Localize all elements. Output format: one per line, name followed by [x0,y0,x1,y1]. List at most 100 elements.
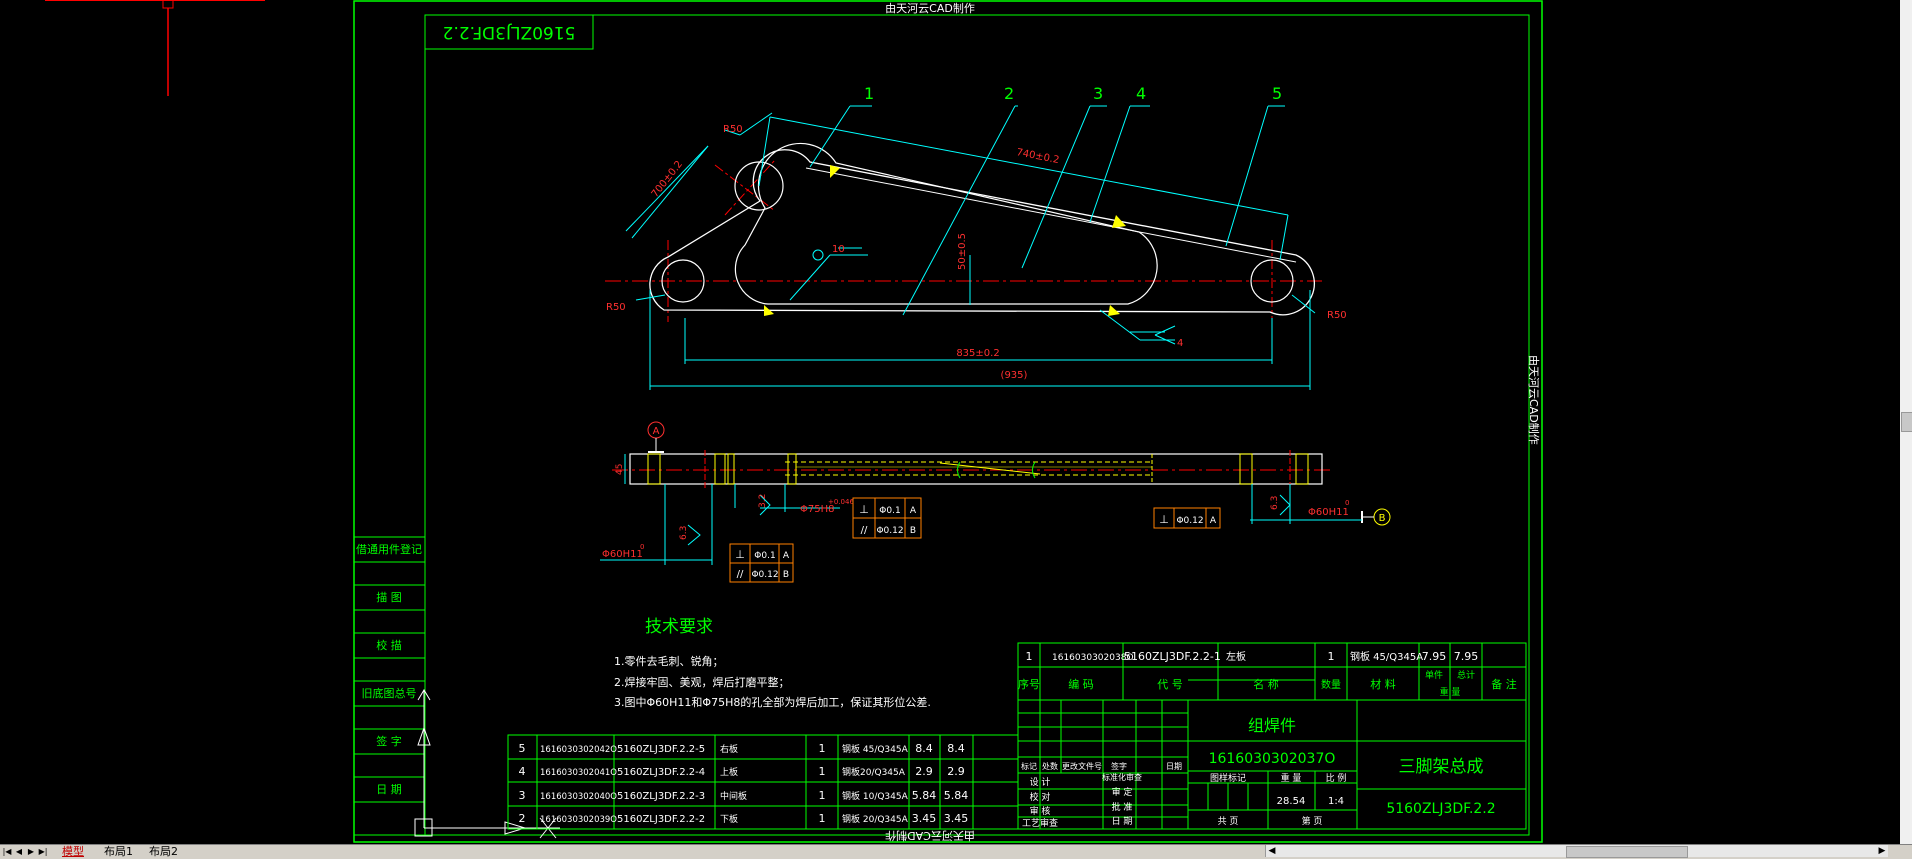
bom-lower-cell: 5 [519,742,526,755]
bom-head-code: 编 码 [1068,677,1094,691]
tab-model[interactable]: 模型 [62,845,84,858]
right-role-2: 批 准 [1112,801,1133,813]
tol2-sym: // [861,525,868,536]
dim-6-3-a: 6.3 [679,526,689,540]
tech-item-1: 1.零件去毛刺、锐角； [614,654,724,668]
vscroll-thumb[interactable] [1901,412,1912,432]
title-block-grid [1017,642,1527,830]
bom-upper-drawing: 5160ZLJ3DF.2.2-1 [1124,650,1221,663]
role-2: 审 核 [1030,805,1051,817]
dim-phi60-a-tol: 0 [640,543,644,551]
scroll-left-icon[interactable]: ◀ [1268,846,1276,856]
right-role-3: 日 期 [1112,816,1133,827]
role-0: 设 计 [1030,776,1051,788]
tb-weight: 28.54 [1277,796,1306,807]
bom-upper-unit: 7.95 [1422,650,1447,663]
tol5-ref: A [1210,516,1217,526]
bom-upper-total: 7.95 [1454,650,1479,663]
tb-sheet-label: 共 页 [1218,816,1239,827]
bom-lower-cell: 3.45 [944,812,969,825]
scroll-right-icon[interactable]: ▶ [1878,846,1886,856]
hscroll-thumb[interactable] [1566,846,1688,858]
bom-lower-cell: 2.9 [915,765,933,778]
bom-lower-cell: 下板 [720,813,738,825]
tb-scale: 1:4 [1328,796,1344,807]
dim-3-2: 3.2 [758,494,768,508]
tol-frame-2: ⊥ Φ0.1 A // Φ0.12 B [729,543,794,583]
dim-r50-b: R50 [606,302,626,313]
bom-lower-cell: 钢板 45/Q345A [842,743,909,755]
bom-lower-cell: 8.4 [947,742,965,755]
vertical-scrollbar[interactable] [1900,0,1912,844]
next-tab-icon[interactable]: ▶ [27,847,35,856]
tb-code: 1616030302037O [1209,751,1336,767]
role-3: 工艺审查 [1022,817,1058,829]
bom-upper-name: 左板 [1226,650,1246,663]
bom-lower-cell: 1616030302042O [540,745,617,755]
bom-head-drawing: 代 号 [1157,678,1183,691]
outer-frame [353,0,1543,843]
last-tab-icon[interactable]: ▶| [38,847,48,856]
balloon-2: 2 [1004,84,1014,103]
bom-head-seq: 序号 [1018,677,1040,691]
bom-lower-cell: 5.84 [912,789,937,802]
prev-tab-icon[interactable]: ◀ [15,847,23,856]
chg-head-4: 日期 [1166,762,1182,771]
tb-stage-label: 图样标记 [1210,772,1246,784]
left-label-3: 旧底图总号 [362,686,417,700]
code-box-text: 5160ZLJ3DF.2.2 [443,22,576,42]
bom-head-weight: 重 量 [1440,686,1461,698]
chg-head-1: 处数 [1042,761,1058,771]
chg-head-2: 更改文件号 [1062,761,1102,771]
tb-weight-label: 重 量 [1281,772,1302,784]
balloon-3: 3 [1093,84,1103,103]
bom-lower-cell: 2.9 [947,765,965,778]
chg-head-0: 标记 [1021,761,1037,771]
chg-head-3: 签字 [1111,761,1127,771]
banner-side: 由天河云CAD制作 [1527,355,1541,445]
inner-frame [424,14,1530,836]
dim-50: 50±0.5 [957,233,968,270]
code-box [424,14,594,50]
tol2-ref: B [910,526,916,536]
tol1-sym: ⊥ [859,503,869,516]
role-1: 校 对 [1030,791,1051,803]
tol2-val: Φ0.12 [876,526,903,536]
dim-740: 740±0.2 [1015,147,1060,166]
first-tab-icon[interactable]: |◀ [2,847,12,856]
bom-lower-cell: 3 [519,789,526,802]
bom-lower-cell: 5160ZLJ3DF.2.2-5 [617,744,705,755]
tol-frame-3: ⊥ Φ0.12 A [1153,507,1221,529]
tol4-val: Φ0.12 [751,570,778,580]
bom-lower-cell: 4 [519,765,526,778]
dim-weld-4: 4 [1177,338,1183,349]
horizontal-scrollbar[interactable]: ◀ ▶ [1265,845,1888,858]
bom-lower-cell: 钢板20/Q345A [842,766,906,778]
dim-700: 700±0.2 [650,159,685,200]
left-label-2: 校 描 [376,638,402,652]
tech-item-3: 3.图中Φ60H11和Φ75H8的孔全部为焊后加工，保证其形位公差. [614,695,931,709]
left-label-4: 签 字 [376,734,402,748]
dim-phi75: Φ75H8 [800,504,834,515]
tol-frame-1: ⊥ Φ0.1 A // Φ0.12 B [852,497,922,539]
bom-head-total: 总计 [1457,669,1475,681]
tol5-val: Φ0.12 [1176,516,1203,526]
bom-lower-cell: 1 [819,789,826,802]
bom-lower-cell: 钢板 20/Q345A [842,813,909,825]
tab-layout2[interactable]: 布局2 [149,845,178,858]
dim-phi75-tol: +0.046 [828,498,854,506]
left-label-1: 描 图 [376,590,402,604]
tol5-sym: ⊥ [1159,513,1169,526]
tol3-val: Φ0.1 [754,551,775,561]
tb-page-label: 第 页 [1302,815,1323,827]
dim-45: 45 [615,464,625,475]
left-label-5: 日 期 [376,783,402,796]
bom-lower-cell: 钢板 10/Q345A [842,790,909,802]
tab-layout1[interactable]: 布局1 [104,845,133,858]
ucs-icon [414,689,560,839]
bom-lower-cell: 1 [819,742,826,755]
tol3-ref: A [783,551,790,561]
section-view: A B 45 3.2 6.3 6.3 Φ75H8 +0.046 Φ60H11 [600,421,1391,565]
